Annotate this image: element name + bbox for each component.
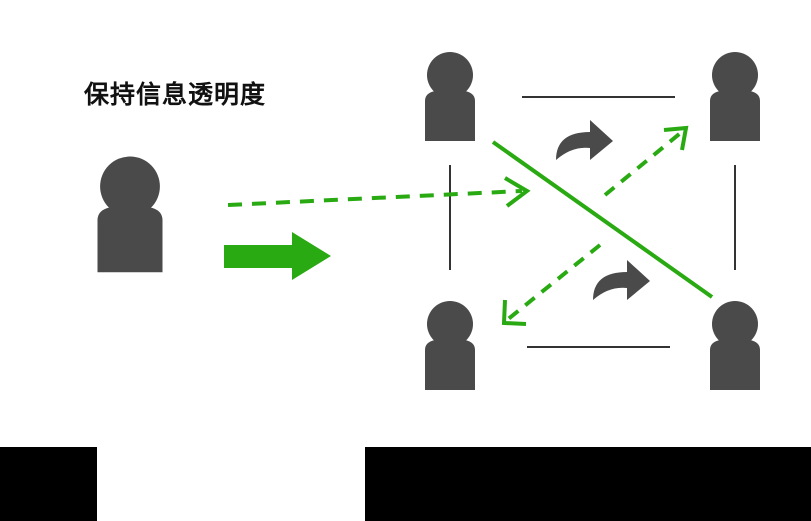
person-icon-top-right	[710, 52, 760, 141]
arrow-right-icon	[224, 232, 331, 280]
black-bar-right	[365, 447, 811, 521]
dashed-arrow-to-group	[227, 176, 531, 208]
diagonal-line	[491, 140, 714, 299]
person-icon-top-left	[425, 52, 475, 141]
curved-arrow-icon-top	[556, 120, 613, 160]
dashed-arrow-up-right	[603, 125, 689, 197]
curved-arrow-icon-bottom	[593, 260, 650, 300]
person-icon-main	[97, 156, 163, 273]
black-bar-left	[0, 447, 97, 521]
person-icon-bottom-left	[425, 301, 475, 390]
diagram-title: 保持信息透明度	[84, 80, 267, 109]
person-icon-bottom-right	[710, 301, 760, 390]
dashed-arrow-down-left	[501, 243, 602, 326]
